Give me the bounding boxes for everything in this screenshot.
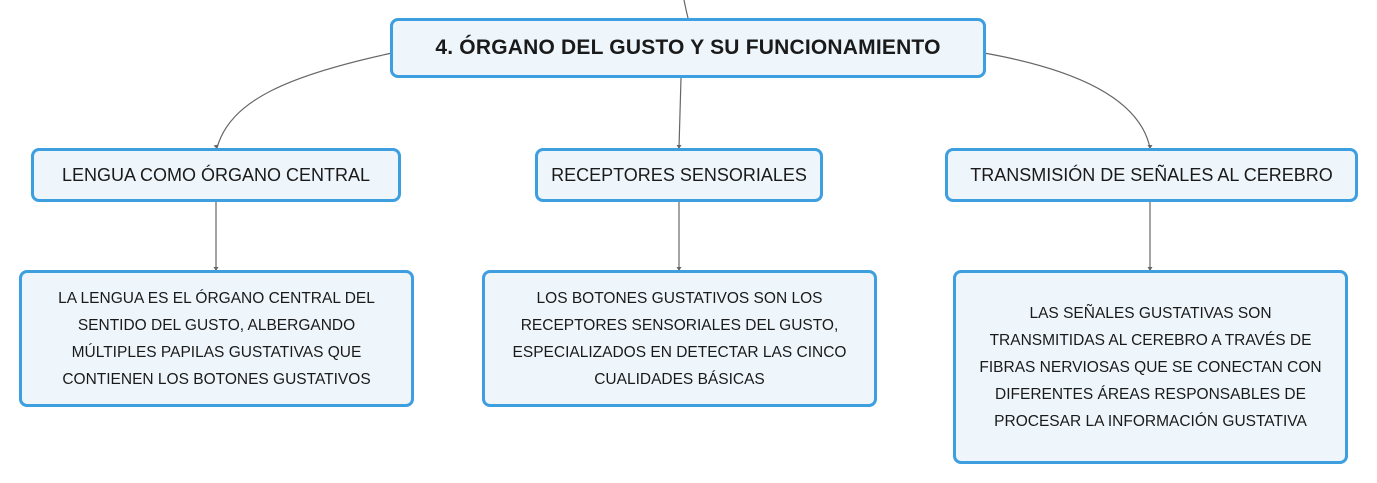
topic-label: RECEPTORES SENSORIALES (551, 164, 807, 185)
topic-transmision-senales[interactable]: TRANSMISIÓN DE SEÑALES AL CEREBRO (945, 148, 1358, 202)
connector-root-to-receptores (678, 77, 682, 149)
arrowhead-transmision-detail (1147, 267, 1153, 271)
topic-lengua-organo-central[interactable]: LENGUA COMO ÓRGANO CENTRAL (31, 148, 401, 202)
root-topic[interactable]: 4. ÓRGANO DEL GUSTO Y SU FUNCIONAMIENTO (390, 18, 986, 78)
topic-label: LENGUA COMO ÓRGANO CENTRAL (61, 164, 371, 185)
detail-text: LA LENGUA ES EL ÓRGANO CENTRAL DEL SENTI… (58, 289, 375, 388)
connector-parent-to-root (683, 0, 689, 19)
connector-root-to-transmision (983, 52, 1151, 149)
arrowhead-receptores (676, 145, 682, 149)
detail-receptores[interactable]: LOS BOTONES GUSTATIVOS SON LOS RECEPTORE… (482, 270, 877, 407)
arrowhead-lengua (213, 144, 219, 149)
arrowhead-receptores-detail (676, 267, 682, 271)
detail-transmision[interactable]: LAS SEÑALES GUSTATIVAS SON TRANSMITIDAS … (953, 270, 1348, 464)
detail-text: LAS SEÑALES GUSTATIVAS SON TRANSMITIDAS … (979, 304, 1322, 430)
topic-label: TRANSMISIÓN DE SEÑALES AL CEREBRO (970, 164, 1333, 185)
detail-text: LOS BOTONES GUSTATIVOS SON LOS RECEPTORE… (512, 289, 847, 388)
topic-receptores-sensoriales[interactable]: RECEPTORES SENSORIALES (535, 148, 823, 202)
root-topic-label: 4. ÓRGANO DEL GUSTO Y SU FUNCIONAMIENTO (435, 36, 941, 59)
connector-root-to-lengua (216, 52, 393, 149)
arrowhead-transmision (1147, 145, 1153, 149)
detail-lengua[interactable]: LA LENGUA ES EL ÓRGANO CENTRAL DEL SENTI… (19, 270, 414, 407)
arrowhead-lengua-detail (213, 267, 219, 271)
